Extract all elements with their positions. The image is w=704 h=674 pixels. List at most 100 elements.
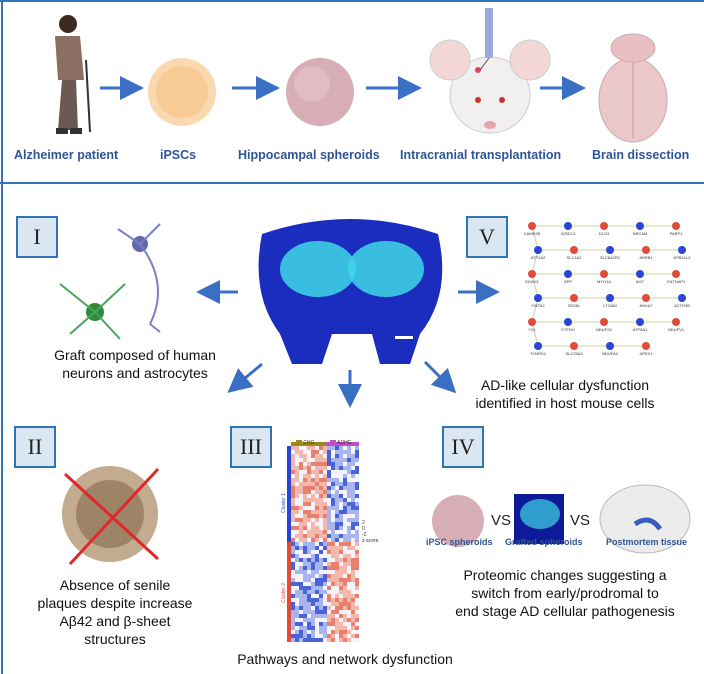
heatmap-cell bbox=[303, 630, 307, 634]
heatmap-cell bbox=[307, 586, 311, 590]
plaque-icon bbox=[62, 466, 160, 566]
network-node-label: APEX1 bbox=[639, 351, 653, 356]
network-node bbox=[636, 318, 644, 326]
heatmap-cell bbox=[311, 490, 315, 494]
heatmap-cell bbox=[295, 634, 299, 638]
network-node bbox=[534, 342, 542, 350]
heatmap-cell bbox=[343, 606, 347, 610]
heatmap-cell bbox=[343, 462, 347, 466]
heatmap-cell bbox=[351, 566, 355, 570]
heatmap-cell bbox=[303, 450, 307, 454]
network-node bbox=[678, 294, 686, 302]
heatmap-cell bbox=[323, 582, 327, 586]
heatmap-cell bbox=[319, 570, 323, 574]
network-node-label: NDUFA4 bbox=[602, 351, 618, 356]
heatmap-cell bbox=[351, 582, 355, 586]
heatmap-cell bbox=[299, 586, 303, 590]
heatmap-cell bbox=[315, 586, 319, 590]
heatmap-cell bbox=[299, 574, 303, 578]
heatmap-cell bbox=[323, 530, 327, 534]
heatmap-cell bbox=[339, 514, 343, 518]
heatmap-cell bbox=[311, 586, 315, 590]
heatmap-cell bbox=[291, 538, 295, 542]
heatmap-cell bbox=[295, 626, 299, 630]
heatmap-cell bbox=[347, 490, 351, 494]
heatmap-cell bbox=[315, 522, 319, 526]
heatmap-cell bbox=[295, 486, 299, 490]
heatmap-cell bbox=[323, 502, 327, 506]
heatmap-cell bbox=[351, 622, 355, 626]
panel-V-label: V bbox=[466, 216, 508, 258]
heatmap-cell bbox=[351, 598, 355, 602]
heatmap-cell bbox=[343, 542, 347, 546]
heatmap-cell bbox=[323, 602, 327, 606]
heatmap-cell bbox=[319, 502, 323, 506]
heatmap-cell bbox=[291, 494, 295, 498]
network-node-label: ETFDH bbox=[561, 327, 575, 332]
heatmap-cell bbox=[311, 630, 315, 634]
heatmap-cell bbox=[347, 454, 351, 458]
heatmap-cell bbox=[343, 590, 347, 594]
heatmap-cell bbox=[315, 506, 319, 510]
heatmap-cell bbox=[327, 450, 331, 454]
heatmap-cell bbox=[355, 458, 359, 462]
heatmap-cell bbox=[319, 478, 323, 482]
heatmap-cell bbox=[319, 458, 323, 462]
heatmap-cell bbox=[327, 474, 331, 478]
heatmap-cell bbox=[311, 534, 315, 538]
heatmap-cell bbox=[323, 474, 327, 478]
heatmap-cell bbox=[307, 602, 311, 606]
network-node bbox=[642, 294, 650, 302]
heatmap-cell bbox=[295, 574, 299, 578]
network-node bbox=[528, 318, 536, 326]
heatmap-cell bbox=[307, 530, 311, 534]
heatmap-cell bbox=[343, 498, 347, 502]
heatmap-cell bbox=[355, 606, 359, 610]
heatmap-cell bbox=[327, 510, 331, 514]
heatmap-cell bbox=[319, 506, 323, 510]
heatmap-cell bbox=[323, 554, 327, 558]
heatmap-cell bbox=[351, 446, 355, 450]
heatmap-cell bbox=[335, 482, 339, 486]
heatmap-cell bbox=[327, 486, 331, 490]
heatmap-cell bbox=[339, 446, 343, 450]
heatmap-cell bbox=[343, 594, 347, 598]
heatmap-cell bbox=[331, 470, 335, 474]
heatmap-cell bbox=[335, 534, 339, 538]
heatmap-cell bbox=[291, 502, 295, 506]
heatmap-cell bbox=[323, 446, 327, 450]
heatmap-cell bbox=[299, 454, 303, 458]
heatmap-cell bbox=[299, 522, 303, 526]
heatmap-cell bbox=[295, 482, 299, 486]
heatmap-cell bbox=[331, 618, 335, 622]
heatmap-cell bbox=[347, 638, 351, 642]
heatmap-cell bbox=[299, 510, 303, 514]
heatmap-cell bbox=[355, 546, 359, 550]
network-node-label: EPB41L2 bbox=[673, 255, 691, 260]
heatmap-cell bbox=[355, 610, 359, 614]
heatmap-cell bbox=[347, 482, 351, 486]
network-node bbox=[570, 294, 578, 302]
heatmap-cell bbox=[355, 502, 359, 506]
heatmap-cell bbox=[339, 502, 343, 506]
heatmap-cell bbox=[343, 578, 347, 582]
heatmap-cell bbox=[327, 446, 331, 450]
heatmap-cell bbox=[355, 618, 359, 622]
heatmap-cell bbox=[303, 638, 307, 642]
heatmap-cell bbox=[291, 478, 295, 482]
heatmap-cell bbox=[291, 454, 295, 458]
heatmap-cell bbox=[315, 486, 319, 490]
heatmap-cell bbox=[347, 542, 351, 546]
heatmap-cell bbox=[315, 638, 319, 642]
heatmap-cell bbox=[323, 458, 327, 462]
network-node-label: SLC1A2 bbox=[566, 255, 582, 260]
heatmap-cell bbox=[291, 446, 295, 450]
heatmap-cell bbox=[331, 578, 335, 582]
heatmap-cell bbox=[355, 550, 359, 554]
heatmap-cell bbox=[335, 614, 339, 618]
heatmap-cell bbox=[315, 594, 319, 598]
heatmap-cell bbox=[295, 570, 299, 574]
heatmap-cell bbox=[347, 554, 351, 558]
heatmap-cell bbox=[315, 542, 319, 546]
heatmap-cell bbox=[307, 610, 311, 614]
